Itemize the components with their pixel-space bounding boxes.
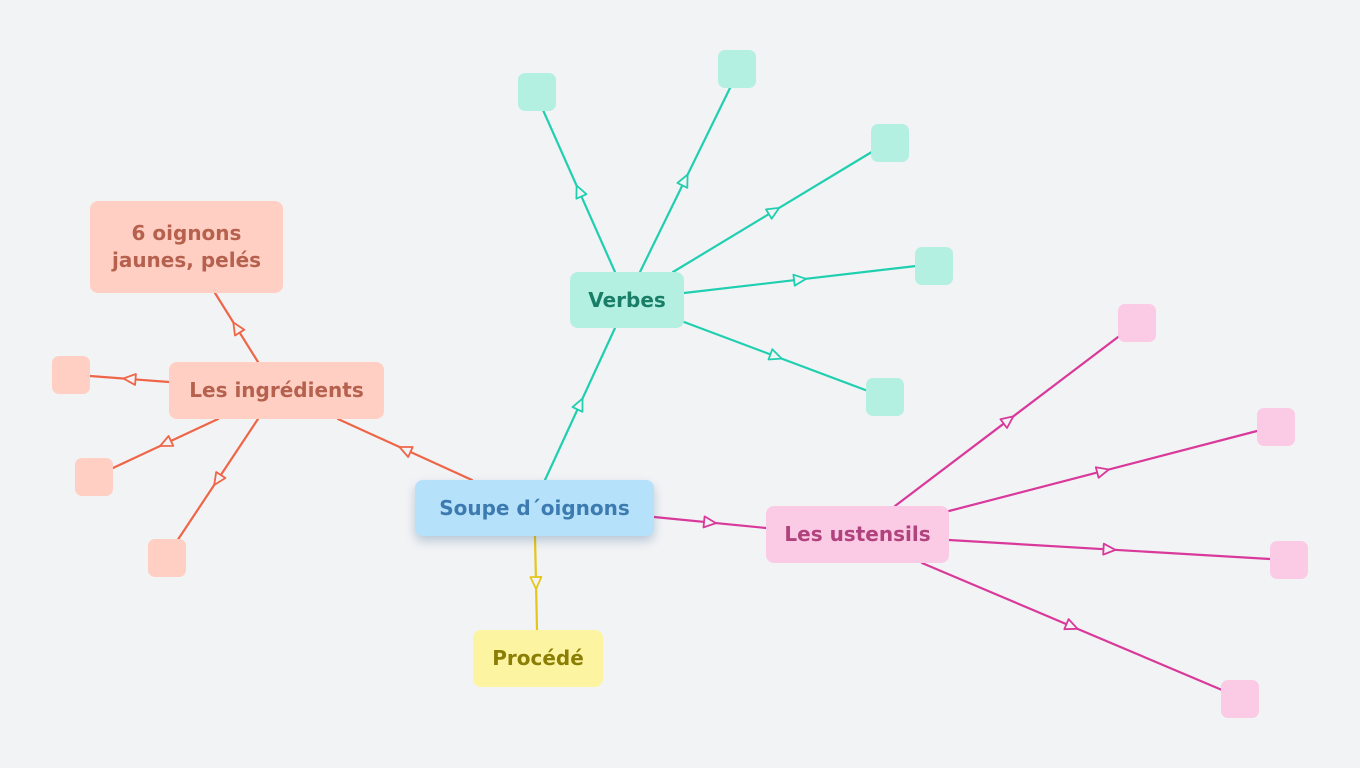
edge-verbes-leaf-3-arrow-icon <box>765 206 780 220</box>
ustensils-leaf-3[interactable] <box>1270 541 1308 579</box>
ustensils-leaf-2[interactable] <box>1257 408 1295 446</box>
edge-ingredients-leaf-2 <box>111 417 220 470</box>
edge-verbes-leaf-1 <box>541 108 617 274</box>
edge-ingredients-leaf-2-arrow-icon <box>159 435 175 447</box>
edge-verbes-leaf-1-arrow-icon <box>575 184 588 200</box>
ingredients-leaf-3[interactable] <box>148 539 186 577</box>
edge-ingredients-leaf-3 <box>175 417 260 543</box>
procede-node[interactable]: Procédé <box>473 630 603 687</box>
verbes-leaf-4[interactable] <box>915 247 953 285</box>
edge-ustensils-leaf-3-arrow-icon <box>1102 542 1117 556</box>
edge-ustensils-leaf-1-arrow-icon <box>999 415 1015 429</box>
edge-verbes-leaf-4 <box>682 264 918 295</box>
ustensils-node[interactable]: Les ustensils <box>766 506 949 563</box>
edge-root-ingredients <box>336 417 474 482</box>
ingredients-leaf-2[interactable] <box>75 458 113 496</box>
edge-ingredients-leaf-1 <box>88 373 171 386</box>
edge-ustensils-leaf-4-arrow-icon <box>1063 618 1079 631</box>
edge-ingredients-leaf-3-arrow-icon <box>213 471 227 486</box>
edge-root-verbes-arrow-icon <box>571 397 584 413</box>
verbes-leaf-1[interactable] <box>518 73 556 111</box>
ingredients-node[interactable]: Les ingrédients <box>169 362 384 419</box>
edge-verbes-leaf-2-arrow-icon <box>676 173 689 189</box>
edge-root-procede-arrow-icon <box>529 576 543 590</box>
edge-verbes-leaf-5 <box>682 320 870 393</box>
edge-root-ustensils-arrow-icon <box>702 515 717 529</box>
verbes-leaf-3[interactable] <box>871 124 909 162</box>
edge-ingredients-onions <box>213 291 260 364</box>
edge-ingredients-leaf-1-arrow-icon <box>122 373 137 386</box>
edge-ingredients-onions-arrow-icon <box>232 321 246 337</box>
edge-ustensils-leaf-4 <box>920 561 1224 692</box>
verbes-leaf-5[interactable] <box>866 378 904 416</box>
ingredients-onions-node[interactable]: 6 oignons jaunes, pelés <box>90 201 283 293</box>
edge-verbes-leaf-5-arrow-icon <box>767 348 783 361</box>
edge-root-procede <box>529 534 543 632</box>
edge-verbes-leaf-4-arrow-icon <box>792 273 807 287</box>
edge-root-ustensils <box>652 515 768 530</box>
verbes-leaf-2[interactable] <box>718 50 756 88</box>
edge-verbes-leaf-2 <box>638 86 732 274</box>
edge-ustensils-leaf-2 <box>947 429 1259 513</box>
edge-ustensils-leaf-1 <box>893 332 1124 508</box>
edge-ustensils-leaf-3 <box>947 538 1272 561</box>
ustensils-leaf-4[interactable] <box>1221 680 1259 718</box>
edge-root-ingredients-arrow-icon <box>398 446 414 458</box>
edge-root-verbes <box>543 326 617 482</box>
ingredients-leaf-1[interactable] <box>52 356 90 394</box>
edge-ustensils-leaf-2-arrow-icon <box>1094 466 1110 479</box>
ustensils-leaf-1[interactable] <box>1118 304 1156 342</box>
verbes-node[interactable]: Verbes <box>570 272 684 328</box>
root-node[interactable]: Soupe d´oignons <box>415 480 654 536</box>
edge-verbes-leaf-3 <box>671 148 877 274</box>
